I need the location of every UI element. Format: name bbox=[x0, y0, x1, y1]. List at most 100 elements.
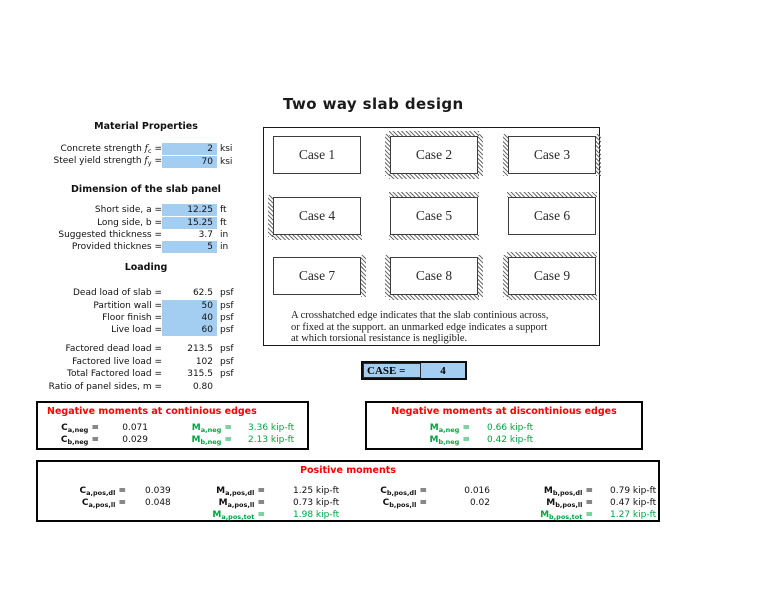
field-row: Ratio of panel sides, m = 0.80 bbox=[40, 380, 255, 392]
hatch-right bbox=[361, 255, 366, 297]
unit-label: psf bbox=[220, 325, 234, 336]
case-diagram-panel: Case 1 Case 2 Case 3 Case 4 Case 5 Case … bbox=[263, 127, 601, 346]
input-cell-floor-finish[interactable]: 40 bbox=[162, 311, 217, 324]
case-label: Case 5 bbox=[415, 208, 453, 223]
field-label: Dead load of slab = bbox=[72, 288, 162, 299]
moment-value: 0.47 kip-ft bbox=[610, 498, 657, 509]
unit-label: ft bbox=[220, 217, 227, 228]
hatch-bottom bbox=[389, 235, 479, 240]
moment-value: 0.73 kip-ft bbox=[293, 498, 340, 509]
field-label: Ratio of panel sides, m = bbox=[48, 381, 162, 392]
coef-label: Ca,pos,ll = bbox=[81, 498, 126, 510]
moment-label: Ma,pos,dl = bbox=[216, 486, 265, 497]
moment-value: 3.36 kip-ft bbox=[248, 423, 295, 433]
moment-row: Ca,pos,ll = 0.048 Ma,pos,ll = 0.73 kip-f… bbox=[38, 498, 658, 510]
moment-row: Ma,neg = 0.66 kip-ft bbox=[367, 423, 641, 435]
field-row: Provided thicknes = 5 in bbox=[40, 241, 255, 254]
unit-label: psf bbox=[220, 300, 234, 311]
case-selector-label: CASE = bbox=[363, 363, 421, 378]
moment-label: Ma,pos,ll = bbox=[218, 498, 265, 510]
moment-label: Mb,pos,tot = bbox=[540, 510, 593, 522]
unit-label: psf bbox=[220, 344, 234, 355]
input-cell-short-side[interactable]: 12.25 bbox=[162, 204, 217, 217]
case-label: Case 7 bbox=[298, 268, 336, 283]
coef-value: 0.029 bbox=[122, 435, 148, 446]
input-cell-partition-wall[interactable]: 50 bbox=[162, 299, 217, 312]
moment-label: Ma,pos,tot = bbox=[212, 510, 265, 522]
case-3-box: Case 3 bbox=[503, 134, 601, 176]
input-cell-provided-thickness[interactable]: 5 bbox=[162, 241, 217, 254]
unit-label: psf bbox=[220, 312, 234, 323]
coef-value: 0.039 bbox=[145, 486, 171, 496]
case-9-box: Case 9 bbox=[503, 252, 597, 300]
moment-label: Mb,pos,dl = bbox=[543, 486, 593, 497]
field-label: Partition wall = bbox=[93, 300, 162, 311]
neg-discontinuous-title: Negative moments at discontinious edges bbox=[391, 406, 617, 417]
unit-label: in bbox=[220, 229, 229, 240]
moment-label: Mb,neg = bbox=[429, 435, 470, 447]
case-label: Case 3 bbox=[533, 147, 571, 162]
section-header-loading: Loading bbox=[124, 262, 168, 273]
field-label: Live load = bbox=[111, 325, 162, 336]
case-8-box: Case 8 bbox=[385, 255, 483, 300]
field-label: Provided thicknes = bbox=[71, 242, 162, 253]
moment-value: 0.79 kip-ft bbox=[610, 486, 657, 496]
moment-value: 2.13 kip-ft bbox=[248, 435, 295, 446]
coef-label: Cb,neg = bbox=[60, 435, 99, 447]
field-row: Dead load of slab = 62.5 psf bbox=[40, 287, 255, 299]
moment-label: Ma,neg = bbox=[429, 423, 470, 434]
case-label: Case 6 bbox=[533, 208, 571, 223]
moment-row: Ca,neg = 0.071 Ma,neg = 3.36 kip-ft bbox=[38, 423, 307, 435]
calc-cell-total-factored: 315.5 bbox=[187, 369, 213, 380]
coef-value: 0.02 bbox=[469, 498, 490, 509]
input-cell-steel-yield[interactable]: 70 bbox=[162, 155, 217, 168]
page-title: Two way slab design bbox=[283, 95, 464, 113]
totals-block: Total Factored load = 315.5 psf Ratio of… bbox=[40, 368, 255, 393]
hatch-top bbox=[389, 192, 479, 197]
field-label: Floor finish = bbox=[102, 312, 162, 323]
moment-row: Ca,pos,dl = 0.039 Ma,pos,dl = 1.25 kip-f… bbox=[38, 486, 658, 498]
moment-value: 0.42 kip-ft bbox=[487, 435, 534, 446]
field-row: Long side, b = 15.25 ft bbox=[40, 216, 255, 229]
field-label: Steel yield strength fy = bbox=[53, 156, 163, 168]
field-label: Short side, a = bbox=[94, 205, 162, 216]
case-label: Case 8 bbox=[415, 268, 453, 283]
moment-row: Ma,pos,tot = 1.98 kip-ft Mb,pos,tot = 1.… bbox=[38, 510, 658, 522]
calc-cell-dead-load: 62.5 bbox=[192, 288, 213, 299]
note-line: or fixed at the support. an unmarked edg… bbox=[291, 321, 548, 333]
hatch-bottom bbox=[389, 174, 479, 179]
hatch-left bbox=[503, 255, 508, 297]
dimensions-block: Short side, a = 12.25 ft Long side, b = … bbox=[40, 204, 255, 254]
factored-loads-block: Factored dead load = 213.5 psf Factored … bbox=[40, 343, 255, 368]
calc-cell-factored-live: 102 bbox=[195, 356, 213, 367]
material-properties-block: Concrete strength fc = 2 ksi Steel yield… bbox=[40, 143, 255, 168]
field-label: Total Factored load = bbox=[67, 369, 162, 380]
field-label: Concrete strength fc = bbox=[60, 143, 162, 155]
case-7-box: Case 7 bbox=[273, 255, 366, 297]
calc-cell-ratio-m: 0.80 bbox=[192, 381, 213, 392]
section-header-material: Material Properties bbox=[94, 121, 198, 132]
unit-label: psf bbox=[220, 356, 234, 367]
hatch-right bbox=[596, 134, 601, 176]
input-cell-concrete-strength[interactable]: 2 bbox=[162, 143, 217, 156]
case-6-box: Case 6 bbox=[507, 192, 597, 235]
hatch-left bbox=[268, 195, 273, 237]
unit-label: in bbox=[220, 242, 229, 253]
field-row: Suggested thickness = 3.7 in bbox=[40, 229, 255, 241]
moment-value: 1.98 kip-ft bbox=[293, 510, 340, 521]
input-cell-long-side[interactable]: 15.25 bbox=[162, 216, 217, 229]
hatch-top bbox=[507, 252, 597, 257]
coef-value: 0.071 bbox=[122, 423, 148, 433]
unit-label: psf bbox=[220, 288, 234, 299]
case-label: Case 2 bbox=[415, 147, 453, 162]
input-cell-live-load[interactable]: 60 bbox=[162, 324, 217, 337]
case-selector[interactable]: CASE = 4 bbox=[361, 361, 467, 380]
hatch-bottom bbox=[389, 295, 479, 300]
moment-value: 1.27 kip-ft bbox=[610, 510, 657, 521]
hatch-left bbox=[503, 134, 508, 176]
case-selector-value[interactable]: 4 bbox=[440, 364, 446, 377]
field-row: Floor finish = 40 psf bbox=[40, 311, 255, 324]
moment-row: Mb,neg = 0.42 kip-ft bbox=[367, 435, 641, 447]
coef-label: Cb,pos,dl = bbox=[380, 486, 427, 497]
hatch-right bbox=[478, 255, 483, 297]
